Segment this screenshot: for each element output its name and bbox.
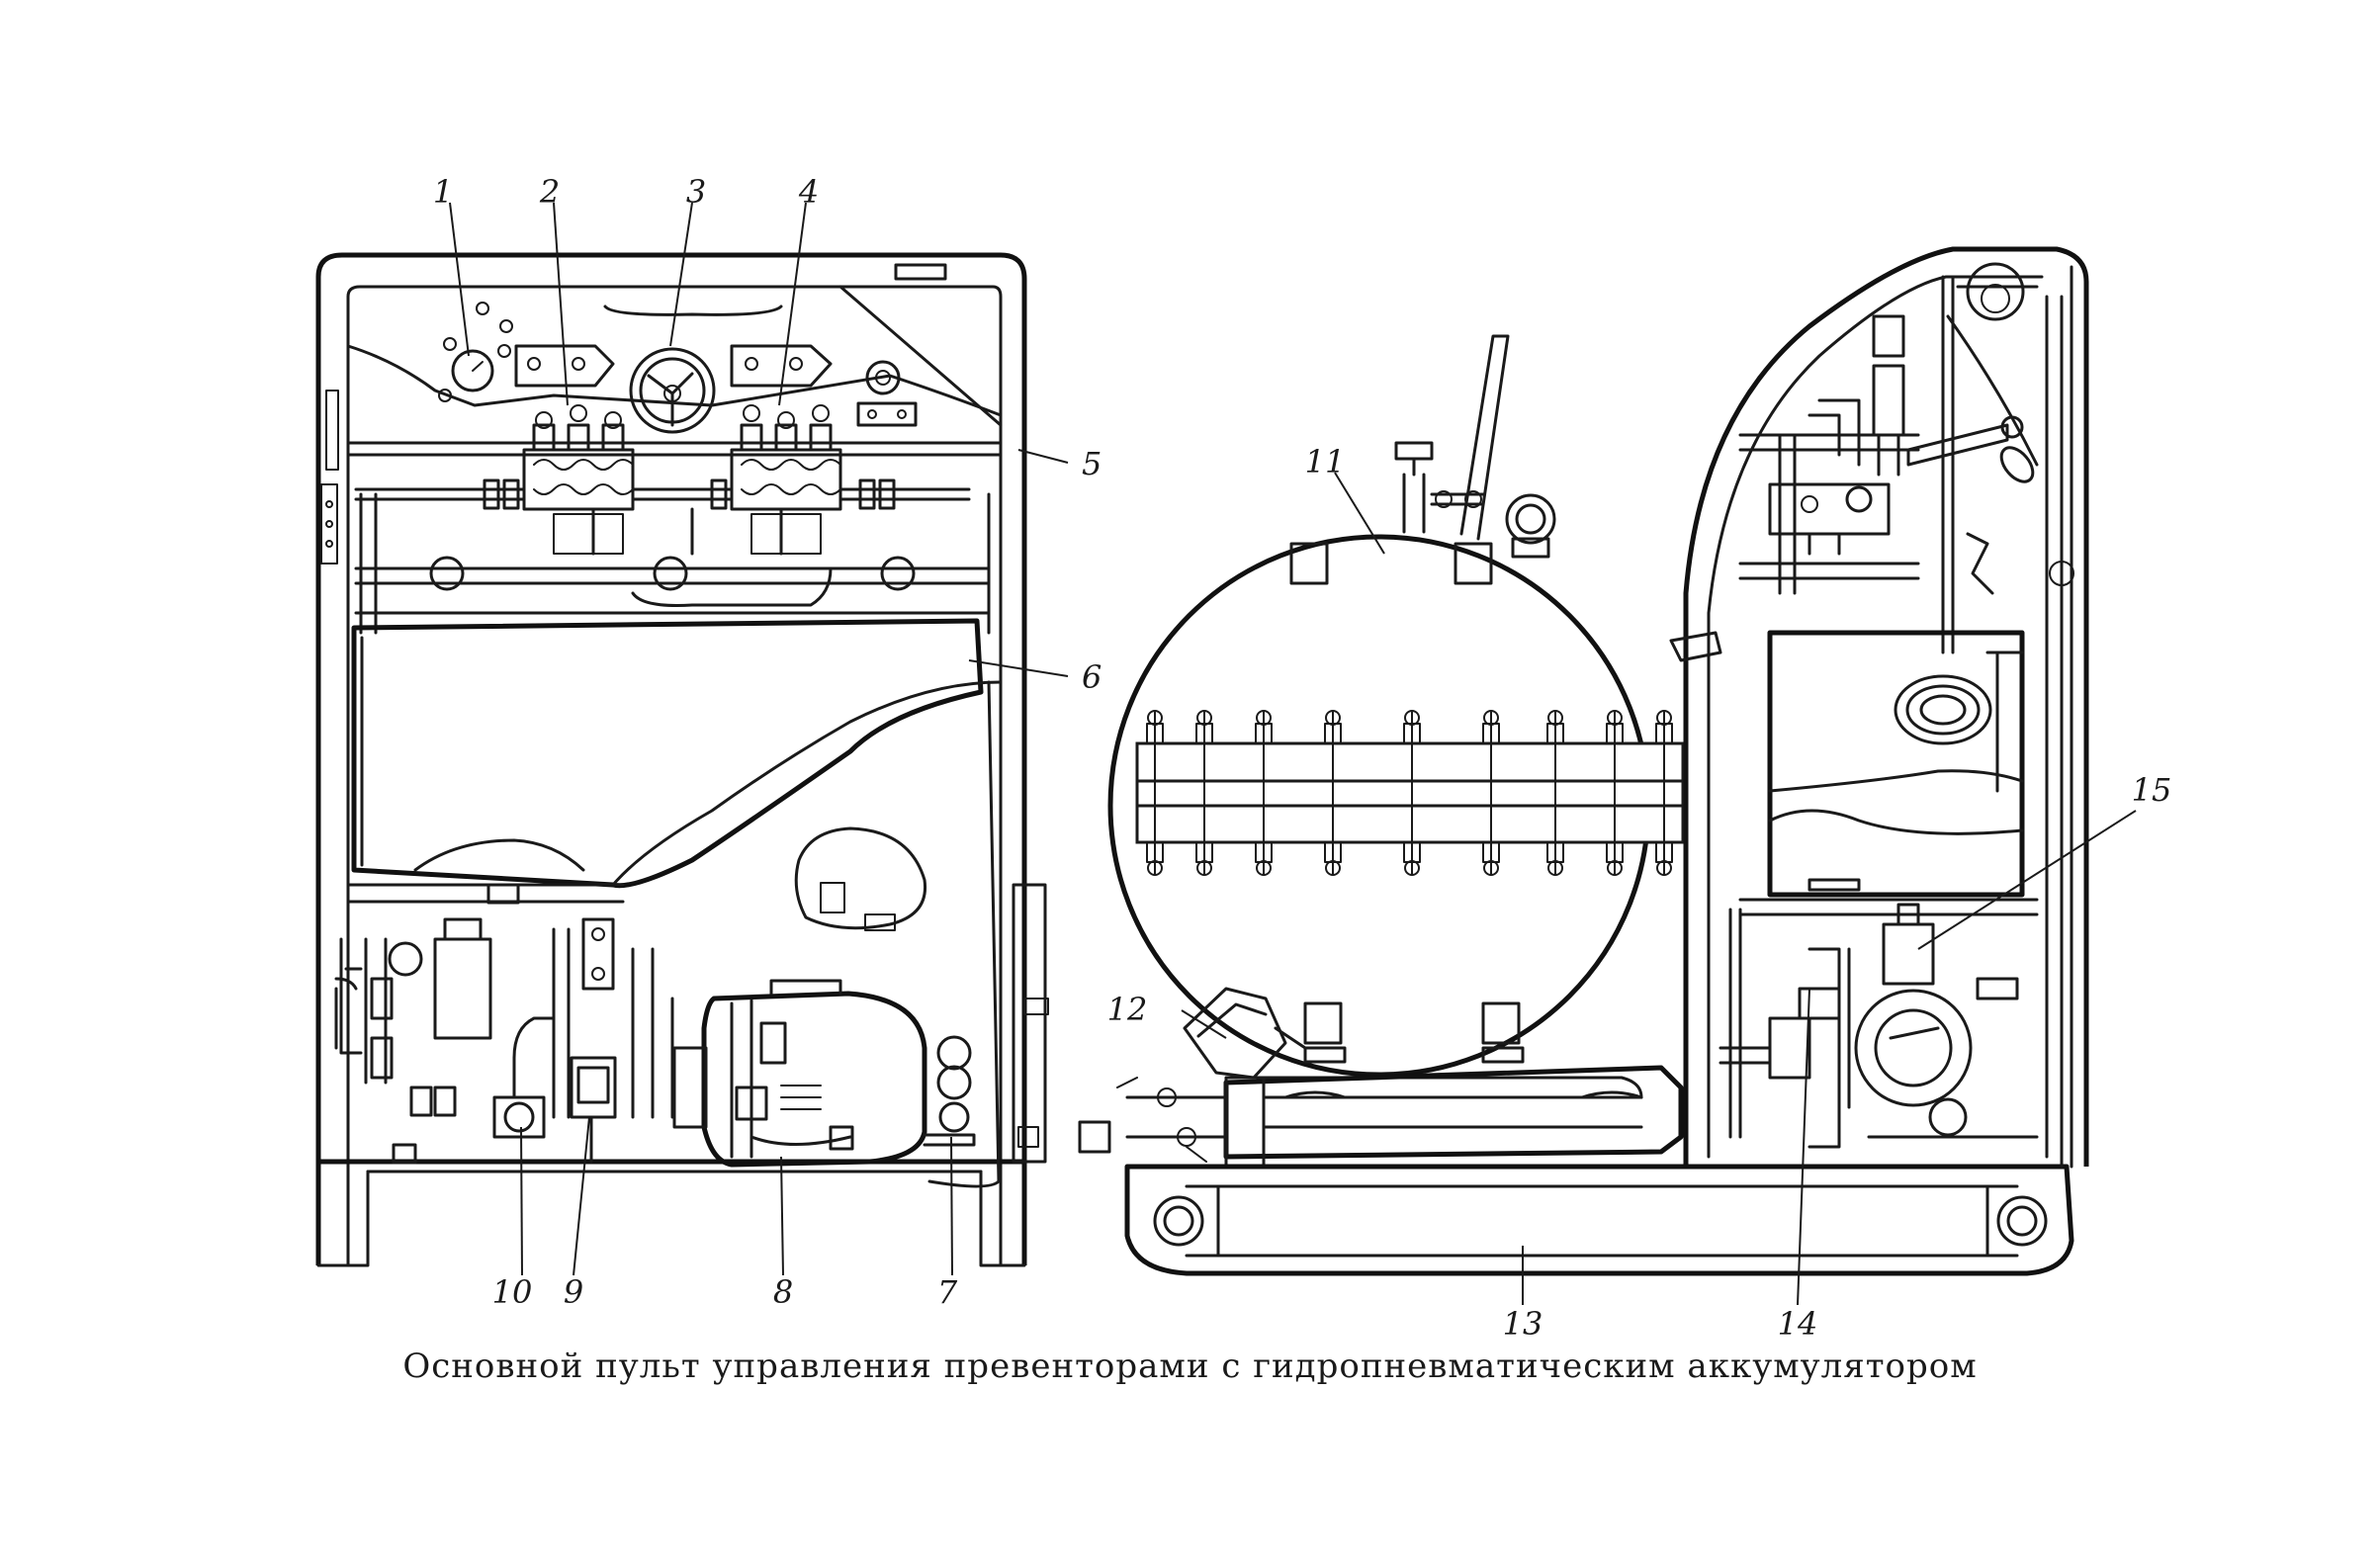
callout-10: 10 (492, 1273, 533, 1311)
callout-11: 11 (1305, 443, 1346, 480)
callout-1: 1 (433, 173, 453, 211)
control-cabinet (315, 252, 1049, 1267)
callout-12: 12 (1107, 991, 1148, 1028)
callout-4: 4 (798, 173, 819, 211)
callout-2: 2 (539, 173, 560, 211)
electric-motor (672, 979, 927, 1168)
callout-14: 14 (1778, 1305, 1818, 1343)
callout-6: 6 (1082, 658, 1102, 696)
leader-lines (449, 202, 2137, 1306)
base-skid (1078, 1046, 2074, 1276)
callout-9: 9 (564, 1273, 583, 1311)
callout-3: 3 (686, 173, 706, 211)
distributor-left (522, 404, 635, 511)
side-cabinet (1669, 246, 2089, 1169)
figure-caption: Основной пульт управления превенторами с… (402, 1347, 1978, 1386)
callout-5: 5 (1082, 445, 1102, 482)
callout-8: 8 (773, 1273, 793, 1311)
callout-labels: 1 2 3 4 5 6 7 8 9 10 11 12 13 14 15 (433, 173, 2172, 1343)
callout-13: 13 (1503, 1305, 1543, 1343)
distributor-right (730, 404, 842, 511)
callout-15: 15 (2132, 771, 2172, 809)
hydropneumatic-accumulator (1107, 334, 1685, 1080)
flange-bolts (1146, 710, 1673, 876)
callout-7: 7 (937, 1273, 958, 1311)
